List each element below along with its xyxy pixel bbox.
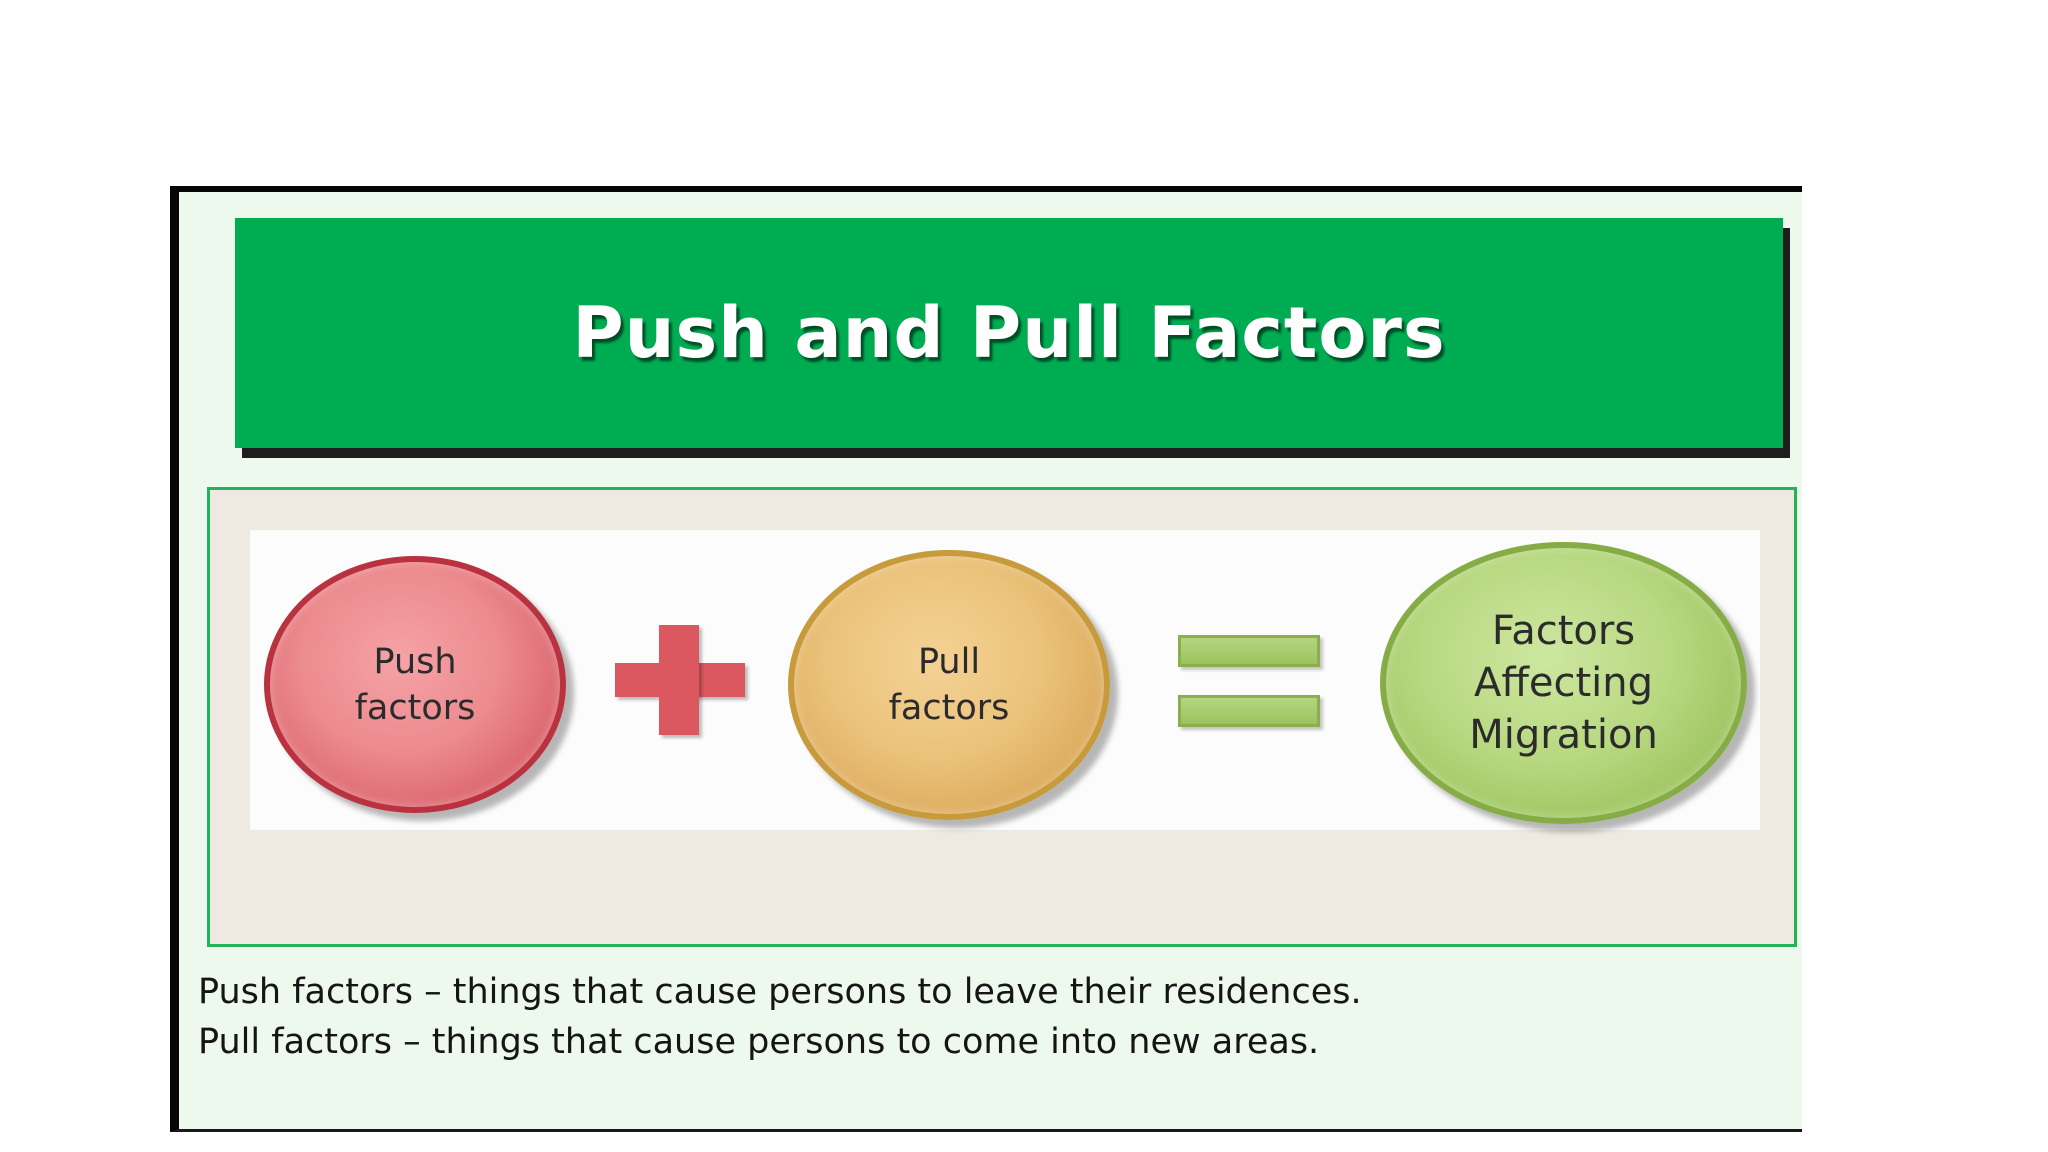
caption-push-definition: Push factors – things that cause persons… <box>198 972 1362 1012</box>
diagram-frame: Push factors Pull factors Factors Affect… <box>207 487 1797 947</box>
slide-title: Push and Pull Factors <box>572 292 1446 374</box>
slide: Push and Pull Factors Push factors Pull … <box>170 186 1802 1132</box>
title-banner: Push and Pull Factors <box>235 218 1783 448</box>
caption: Push factors – things that cause persons… <box>198 967 1362 1067</box>
pull-factors-circle: Pull factors <box>788 550 1110 820</box>
diagram-panel: Push factors Pull factors Factors Affect… <box>250 530 1760 830</box>
factors-affecting-migration-label: Factors Affecting Migration <box>1469 608 1658 758</box>
caption-pull-definition: Pull factors – things that cause persons… <box>198 1022 1320 1062</box>
factors-affecting-migration-circle: Factors Affecting Migration <box>1380 542 1747 824</box>
pull-factors-label: Pull factors <box>888 642 1010 728</box>
push-factors-label: Push factors <box>354 641 476 728</box>
push-factors-circle: Push factors <box>264 556 566 813</box>
equals-icon <box>1178 635 1320 729</box>
plus-icon <box>615 625 745 735</box>
